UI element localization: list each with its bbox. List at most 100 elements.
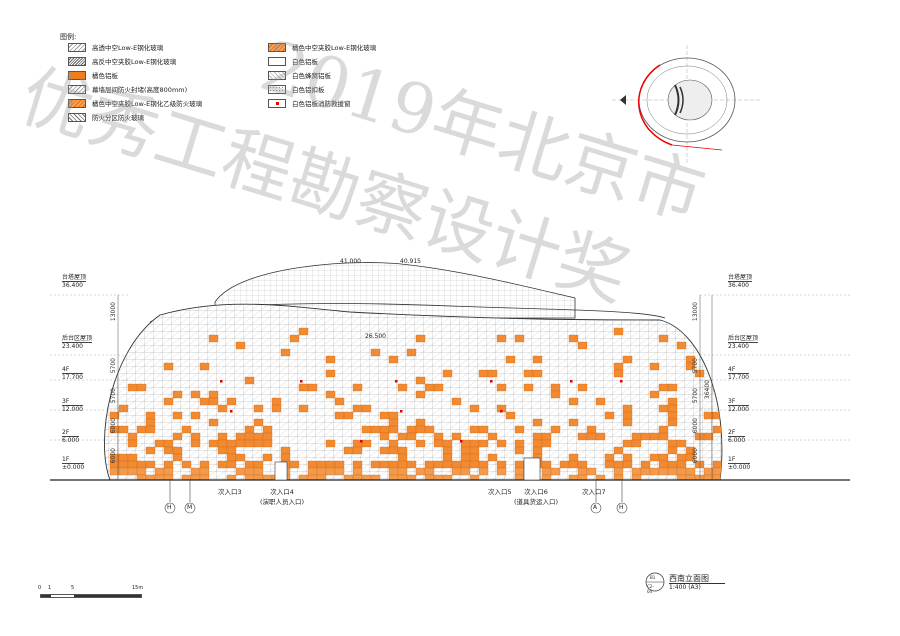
orange-panel — [190, 467, 201, 476]
legend-item: 白色铝扣板 — [268, 84, 325, 94]
orange-panel — [613, 362, 624, 371]
orange-panel — [461, 489, 470, 496]
orange-panel — [722, 482, 731, 489]
orange-panel — [433, 439, 444, 448]
orange-panel — [145, 460, 156, 469]
orange-panel — [334, 460, 345, 469]
orange-panel — [172, 453, 183, 462]
orange-panel — [397, 446, 408, 455]
orange-panel — [622, 460, 633, 469]
orange-panel — [677, 489, 686, 496]
orange-panel — [262, 425, 273, 434]
orange-panel — [389, 482, 398, 489]
orange-panel — [605, 489, 614, 496]
orange-panel — [442, 474, 453, 480]
orange-panel — [397, 460, 408, 469]
orange-panel — [253, 404, 264, 413]
orange-panel — [667, 446, 678, 455]
orange-panel — [469, 460, 480, 469]
orange-panel — [514, 474, 525, 480]
orange-panel — [568, 474, 579, 480]
orange-panel — [532, 369, 543, 378]
orange-panel — [325, 467, 336, 476]
orange-panel — [676, 439, 687, 448]
orange-panel — [649, 467, 660, 476]
orange-panel — [460, 467, 471, 476]
orange-panel — [199, 474, 210, 480]
orange-panel — [433, 474, 444, 480]
entrance-3: 次入口3 — [218, 488, 242, 496]
orange-panel — [451, 432, 462, 441]
orange-panel — [704, 489, 713, 496]
orange-panel — [307, 460, 318, 469]
orange-panel — [388, 460, 399, 469]
orange-panel — [451, 467, 462, 476]
orange-panel — [298, 404, 309, 413]
elevation-drawing — [50, 262, 850, 514]
key-plan — [612, 45, 762, 165]
orange-panel — [388, 439, 399, 448]
orange-panel — [181, 460, 192, 469]
orange-panel — [676, 467, 687, 476]
orange-panel — [434, 482, 443, 489]
orange-panel — [370, 474, 381, 480]
top-elevation: 41.000 — [340, 258, 361, 265]
orange-panel — [334, 467, 345, 476]
orange-panel — [244, 439, 255, 448]
inner-elevation: 26.500 — [365, 333, 386, 340]
orange-panel — [352, 460, 363, 469]
orange-panel — [658, 383, 669, 392]
orange-panel — [199, 467, 210, 476]
orange-panel — [424, 425, 435, 434]
orange-panel — [478, 439, 489, 448]
orange-panel — [424, 467, 435, 476]
orange-panel — [460, 460, 471, 469]
orange-panel — [379, 432, 390, 441]
orange-panel — [632, 489, 641, 496]
orange-panel — [388, 474, 399, 480]
rescue-window-marker — [400, 410, 403, 413]
orange-panel — [136, 467, 147, 476]
orange-panel — [641, 482, 650, 489]
orange-panel — [415, 376, 426, 385]
orange-panel — [244, 432, 255, 441]
orange-panel — [415, 439, 426, 448]
orange-panel — [640, 432, 651, 441]
orange-panel — [182, 489, 191, 496]
orange-panel — [163, 460, 174, 469]
orange-panel — [181, 474, 192, 480]
rescue-window-marker — [230, 410, 233, 413]
orange-panel — [343, 411, 354, 420]
orange-panel — [433, 460, 444, 469]
dimension-label: 6000 — [110, 418, 117, 434]
orange-panel — [308, 489, 317, 496]
orange-panel — [325, 369, 336, 378]
orange-panel — [478, 467, 489, 476]
orange-panel — [668, 489, 677, 496]
dimension-label: 13000 — [692, 302, 699, 322]
orange-panel — [478, 460, 489, 469]
legend-label: 白色铝板 — [292, 58, 318, 66]
orange-panel — [307, 474, 318, 480]
orange-panel — [109, 411, 120, 420]
legend-item: 白色铝板消防救援窗 — [268, 98, 351, 108]
orange-panel — [658, 334, 669, 343]
orange-panel — [622, 453, 633, 462]
orange-panel — [613, 460, 624, 469]
orange-panel — [595, 474, 606, 480]
orange-panel — [442, 446, 453, 455]
orange-panel — [622, 439, 633, 448]
orange-panel — [550, 467, 561, 476]
legend-label: 白色铝扣板 — [292, 86, 325, 94]
entrance-4: 次入口4(演职人员入口) — [260, 488, 305, 506]
orange-panel — [361, 474, 372, 480]
orange-panel — [127, 432, 138, 441]
orange-panel — [613, 327, 624, 336]
orange-panel — [181, 425, 192, 434]
orange-panel — [226, 397, 237, 406]
orange-panel — [370, 348, 381, 357]
orange-panel — [325, 355, 336, 364]
orange-panel — [577, 474, 588, 480]
